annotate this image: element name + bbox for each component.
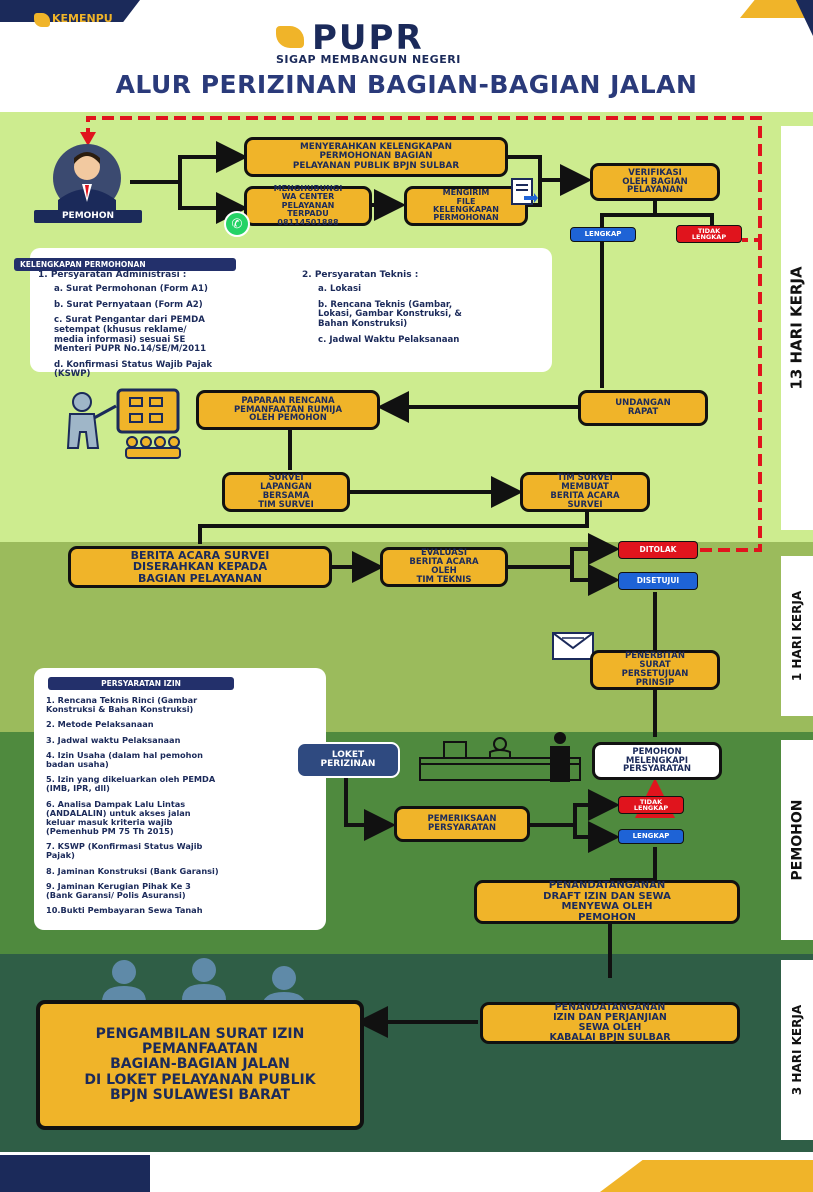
kelengkapan-heading: KELENGKAPAN PERMOHONAN [14,258,236,271]
izin-item: 1. Rencana Teknis Rinci (Gambar Konstruk… [46,695,198,715]
izin-item: 3. Jadwal waktu Pelaksanaan [46,734,181,745]
conn-evaluasi-split [508,533,620,569]
izin-item: 10.Bukti Pembayaran Sewa Tanah [46,905,203,916]
pemohon-label: PEMOHON [34,210,142,223]
conn-loket-pemeriksaan [344,778,396,841]
step-survei-lapangan: SURVEI LAPANGAN BERSAMA TIM SURVEI [222,472,350,512]
kemenpu-logo-mark [34,13,50,27]
envelope-icon [552,632,594,660]
conn-pemeriksaan-lengkap [573,821,620,853]
step-paparan: PAPARAN RENCANA PEMANFAATAN RUMIJA OLEH … [196,390,380,430]
conn-pemohon-split [130,141,248,184]
teknis-item: c. Jadwal Waktu Pelaksanaan [318,334,460,345]
page-title: ALUR PERIZINAN BAGIAN-BAGIAN JALAN [115,70,698,99]
conn-verif-tidak [655,213,714,225]
izin-item: 7. KSWP (Konfirmasi Status Wajib Pajak) [46,841,203,861]
admin-list: a. Surat Permohonan (Form A1) b. Surat P… [54,284,304,386]
pemohon-avatar [44,140,130,212]
step-ttd-kabalai: PENANDATANGANAN IZIN DAN PERJANJIAN SEWA… [480,1002,740,1044]
businessman-icon [53,144,121,212]
step-draft-izin: PENANDATANGANAN DRAFT IZIN DAN SEWA MENY… [474,880,740,924]
step-lengkapi-persyaratan: PEMOHON MELENGKAPI PERSYARATAN [592,742,722,780]
pupr-logo: PUPR SIGAP MEMBANGUN NEGERI [276,18,536,74]
loket-perizinan: LOKET PERIZINAN [296,742,400,778]
conn-evaluasi-setuju [570,564,620,596]
kemenpu-name: KEMENPU [52,12,113,25]
persyaratan-izin-heading: PERSYARATAN IZIN [48,677,234,690]
admin-item: b. Surat Pernyataan (Form A2) [54,299,203,310]
presentation-icon [58,388,188,460]
teknis-item: b. Rencana Teknis (Gambar, Lokasi, Gamba… [318,299,462,329]
conn-serahkan-verif [508,155,592,196]
conn-verif-down [600,200,657,232]
step-pengambilan: PENGAMBILAN SURAT IZIN PEMANFAATAN BAGIA… [36,1000,364,1130]
conn-lengkap-draft [610,847,657,882]
tag-lengkap-1: LENGKAP [570,227,636,242]
step-kirim-file: MENGIRIM FILE KELENGKAPAN PERMOHONAN [404,186,528,226]
kemenpu-logo: KEMENPU SIGAP MEMBANGUN NEGERI UNTUK RAK… [34,12,144,32]
izin-item: 5. Izin yang dikeluarkan oleh PEMDA (IMB… [46,774,216,794]
tag-lengkap-2: LENGKAP [618,829,684,844]
admin-item: c. Surat Pengantar dari PEMDA setempat (… [54,315,207,355]
tag-ditolak: DITOLAK [618,541,698,559]
dashed-return-ditolak [700,240,762,552]
izin-item: 8. Jaminan Konstruksi (Bank Garansi) [46,865,219,876]
persyaratan-izin-panel [34,668,326,930]
conn-pemohon-wa [178,182,248,224]
side-phase3: PEMOHON [781,740,813,940]
step-penerbitan: PENERBITAN SURAT PERSETUJUAN PRINSIP [590,650,720,690]
bottom-left-stripe [0,1155,150,1192]
pupr-emblem [276,26,304,48]
izin-item: 2. Metode Pelaksanaan [46,719,154,730]
conn-tim-down [198,512,589,544]
teknis-item: a. Lokasi [318,284,362,294]
step-verifikasi: VERIFIKASI OLEH BAGIAN PELAYANAN [590,163,720,201]
tag-tidak-lengkap-1: TIDAK LENGKAP [676,225,742,243]
top-right-stripe [740,0,813,18]
step-serahkan: MENYERAHKAN KELENGKAPAN PERMOHONAN BAGIA… [244,137,508,177]
header-band [0,0,813,112]
admin-item: a. Surat Permohonan (Form A1) [54,284,208,294]
conn-pemeriksaan-split [530,789,620,827]
bottom-right-stripe [600,1160,813,1192]
izin-item: 6. Analisa Dampak Lalu Lintas (ANDALALIN… [46,798,191,837]
whatsapp-icon: ✆ [224,211,250,237]
admin-title: 1. Persyaratan Administrasi : [38,270,187,280]
tag-disetujui: DISETUJUI [618,572,698,590]
step-berita-acara: BERITA ACARA SURVEI DISERAHKAN KEPADA BA… [68,546,332,588]
teknis-title: 2. Persyaratan Teknis : [302,270,419,280]
izin-item: 9. Jaminan Kerugian Pihak Ke 3 (Bank Gar… [46,880,191,900]
dashed-return-top [86,116,762,242]
step-tim-survei: TIM SURVEI MEMBUAT BERITA ACARA SURVEI [520,472,650,512]
side-phase1: 13 HARI KERJA [781,126,813,530]
izin-item: 4. Izin Usaha (dalam hal pemohon badan u… [46,749,203,769]
document-send-icon [510,178,538,206]
step-undangan-rapat: UNDANGAN RAPAT [578,390,708,426]
kemenpu-tagline: SIGAP MEMBANGUN NEGERI UNTUK RAKYAT [52,25,129,29]
loket-counter-illustration [400,732,590,782]
admin-item: d. Konfirmasi Status Wajib Pajak (KSWP) [54,359,213,380]
dashed-arrowhead [80,132,96,146]
pupr-wordmark: PUPR [312,18,424,58]
tag-tidak-lengkap-2: TIDAK LENGKAP [618,796,684,814]
step-pemeriksaan: PEMERIKSAAN PERSYARATAN [394,806,530,842]
step-evaluasi: EVALUASI BERITA ACARA OLEH TIM TEKNIS [380,547,508,587]
teknis-list: a. Lokasi b. Rencana Teknis (Gambar, Lok… [318,284,546,351]
pupr-slogan: SIGAP MEMBANGUN NEGERI [276,53,461,66]
side-phase2: 1 HARI KERJA [781,556,813,716]
step-wa-center: MENGHUBUNGI WA CENTER PELAYANAN TERPADU … [244,184,372,226]
side-phase4: 3 HARI KERJA [781,960,813,1140]
persyaratan-izin-list: 1. Rencana Teknis Rinci (Gambar Konstruk… [46,695,324,921]
